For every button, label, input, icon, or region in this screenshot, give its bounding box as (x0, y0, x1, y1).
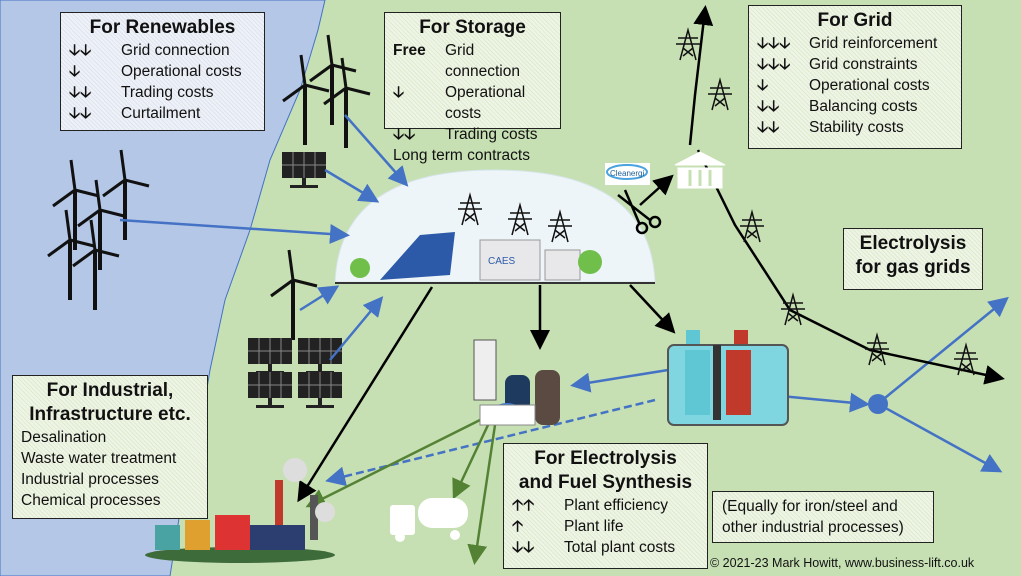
list-item: 🡡 Plant life (512, 516, 699, 537)
arrow-marker: 🡣🡣🡣 (757, 35, 791, 52)
item-label: Total plant costs (564, 539, 676, 556)
copyright: © 2021-23 Mark Howitt, www.business-lift… (710, 556, 975, 570)
arrow-marker: 🡣🡣 (69, 105, 92, 122)
list-item: 🡣🡣 Trading costs (393, 124, 552, 145)
item-label: Trading costs (121, 84, 214, 101)
item-label: Plant efficiency (564, 497, 668, 514)
storage-box: For Storage Free Grid connection 🡣 Operati… (384, 12, 561, 164)
item-label: Curtailment (121, 105, 201, 122)
black-arrows (297, 5, 1005, 503)
gas-grids-title: for gas grids (855, 257, 971, 278)
electrolysis-title: For Electrolysis (534, 448, 677, 469)
industrial-title: Infrastructure etc. (29, 404, 191, 425)
list-item: 🡣 Operational costs (393, 82, 552, 124)
list-item: 🡣🡣 Curtailment (69, 103, 256, 124)
electrolyser-icon (667, 330, 789, 426)
arrow-marker: 🡣🡣 (512, 539, 535, 556)
list-item: 🡣 Operational costs (69, 61, 256, 82)
list-item: Desalination (21, 429, 107, 446)
renewables-box: For Renewables 🡣🡣 Grid connection 🡣 Operat… (60, 12, 265, 131)
renewables-title: For Renewables (89, 17, 236, 38)
storage-title: For Storage (419, 17, 526, 38)
note-box: (Equally for iron/steel and other indust… (712, 491, 934, 543)
list-item: 🡡🡡 Plant efficiency (512, 495, 699, 516)
gas-grids-title: Electrolysis (859, 233, 967, 254)
note-line: other industrial processes) (722, 519, 904, 536)
scissors-icon (617, 189, 662, 235)
solar-panel-icon (281, 151, 327, 189)
electrolysis-title: and Fuel Synthesis (518, 472, 693, 493)
item-label: Grid constraints (809, 56, 918, 73)
green-arrows (305, 418, 497, 565)
industrial-factory-icon (145, 458, 335, 563)
arrow-marker: 🡡🡡 (512, 497, 535, 514)
item-label: Grid connection (121, 42, 230, 59)
list-item: 🡣🡣 Balancing costs (757, 96, 953, 117)
svg-text:Cleanergi: Cleanergi (610, 169, 644, 178)
list-item: Free Grid connection (393, 40, 552, 82)
arrow-marker: 🡣🡣 (757, 98, 780, 115)
fuel-synthesis-plant-icon (473, 339, 560, 426)
storage-hub-dome-icon: CAES (334, 169, 656, 284)
solar-array-icon (247, 337, 343, 409)
list-item: Chemical processes (21, 492, 161, 509)
arrow-marker: 🡣🡣 (757, 119, 780, 136)
arrow-marker: 🡣 (757, 77, 769, 94)
tanker-truck-icon (390, 498, 468, 542)
grid-box: For Grid 🡣🡣🡣Grid reinforcement 🡣🡣🡣Grid c… (748, 5, 962, 149)
arrow-marker: 🡣🡣 (69, 42, 92, 59)
list-item: 🡣 Operational costs (757, 75, 953, 96)
arrow-marker: Free (393, 42, 426, 59)
arrow-marker: 🡣🡣 (69, 84, 92, 101)
gas-junction-icon (868, 394, 888, 414)
list-item: 🡣🡣 Stability costs (757, 117, 953, 138)
logo-cleanergi: Cleanergi (605, 163, 650, 185)
item-label: Operational costs (445, 84, 526, 122)
list-item: 🡣🡣 Total plant costs (512, 537, 699, 558)
list-item: Waste water treatment (21, 450, 177, 467)
note-line: (Equally for iron/steel and (722, 498, 898, 515)
item-label: Balancing costs (809, 98, 918, 115)
list-item: 🡣🡣🡣 Grid reinforcement (757, 33, 953, 54)
arrow-marker: 🡣🡣🡣 (757, 56, 791, 73)
industrial-box: For Industrial, Infrastructure etc. Desa… (12, 375, 208, 519)
svg-text:CAES: CAES (488, 256, 516, 267)
item-label: Grid connection (445, 42, 520, 80)
industrial-title: For Industrial, (46, 380, 174, 401)
item-label: Operational costs (809, 77, 930, 94)
arrow-marker: 🡣 (69, 63, 81, 80)
gas-grids-box: Electrolysis for gas grids (843, 228, 983, 290)
item-label: Operational costs (121, 63, 242, 80)
item-label: Stability costs (809, 119, 904, 136)
list-item: 🡣🡣 Grid connection (69, 40, 256, 61)
list-item: Industrial processes (21, 471, 159, 488)
list-item: 🡣🡣 Trading costs (69, 82, 256, 103)
electrolysis-box: For Electrolysis and Fuel Synthesis 🡡🡡 Pl… (503, 443, 708, 569)
substation-icon (674, 151, 726, 189)
list-item: 🡣🡣🡣 Grid constraints (757, 54, 953, 75)
arrow-marker: 🡡 (512, 518, 524, 535)
item-label: Grid reinforcement (809, 35, 938, 52)
storage-extra: Long term contracts (393, 147, 530, 164)
wind-turbine-icon (269, 248, 319, 342)
grid-title: For Grid (817, 10, 893, 31)
arrow-marker: 🡣🡣 (393, 126, 416, 143)
item-label: Trading costs (445, 126, 538, 143)
item-label: Plant life (564, 518, 624, 535)
arrow-marker: 🡣 (393, 84, 405, 101)
